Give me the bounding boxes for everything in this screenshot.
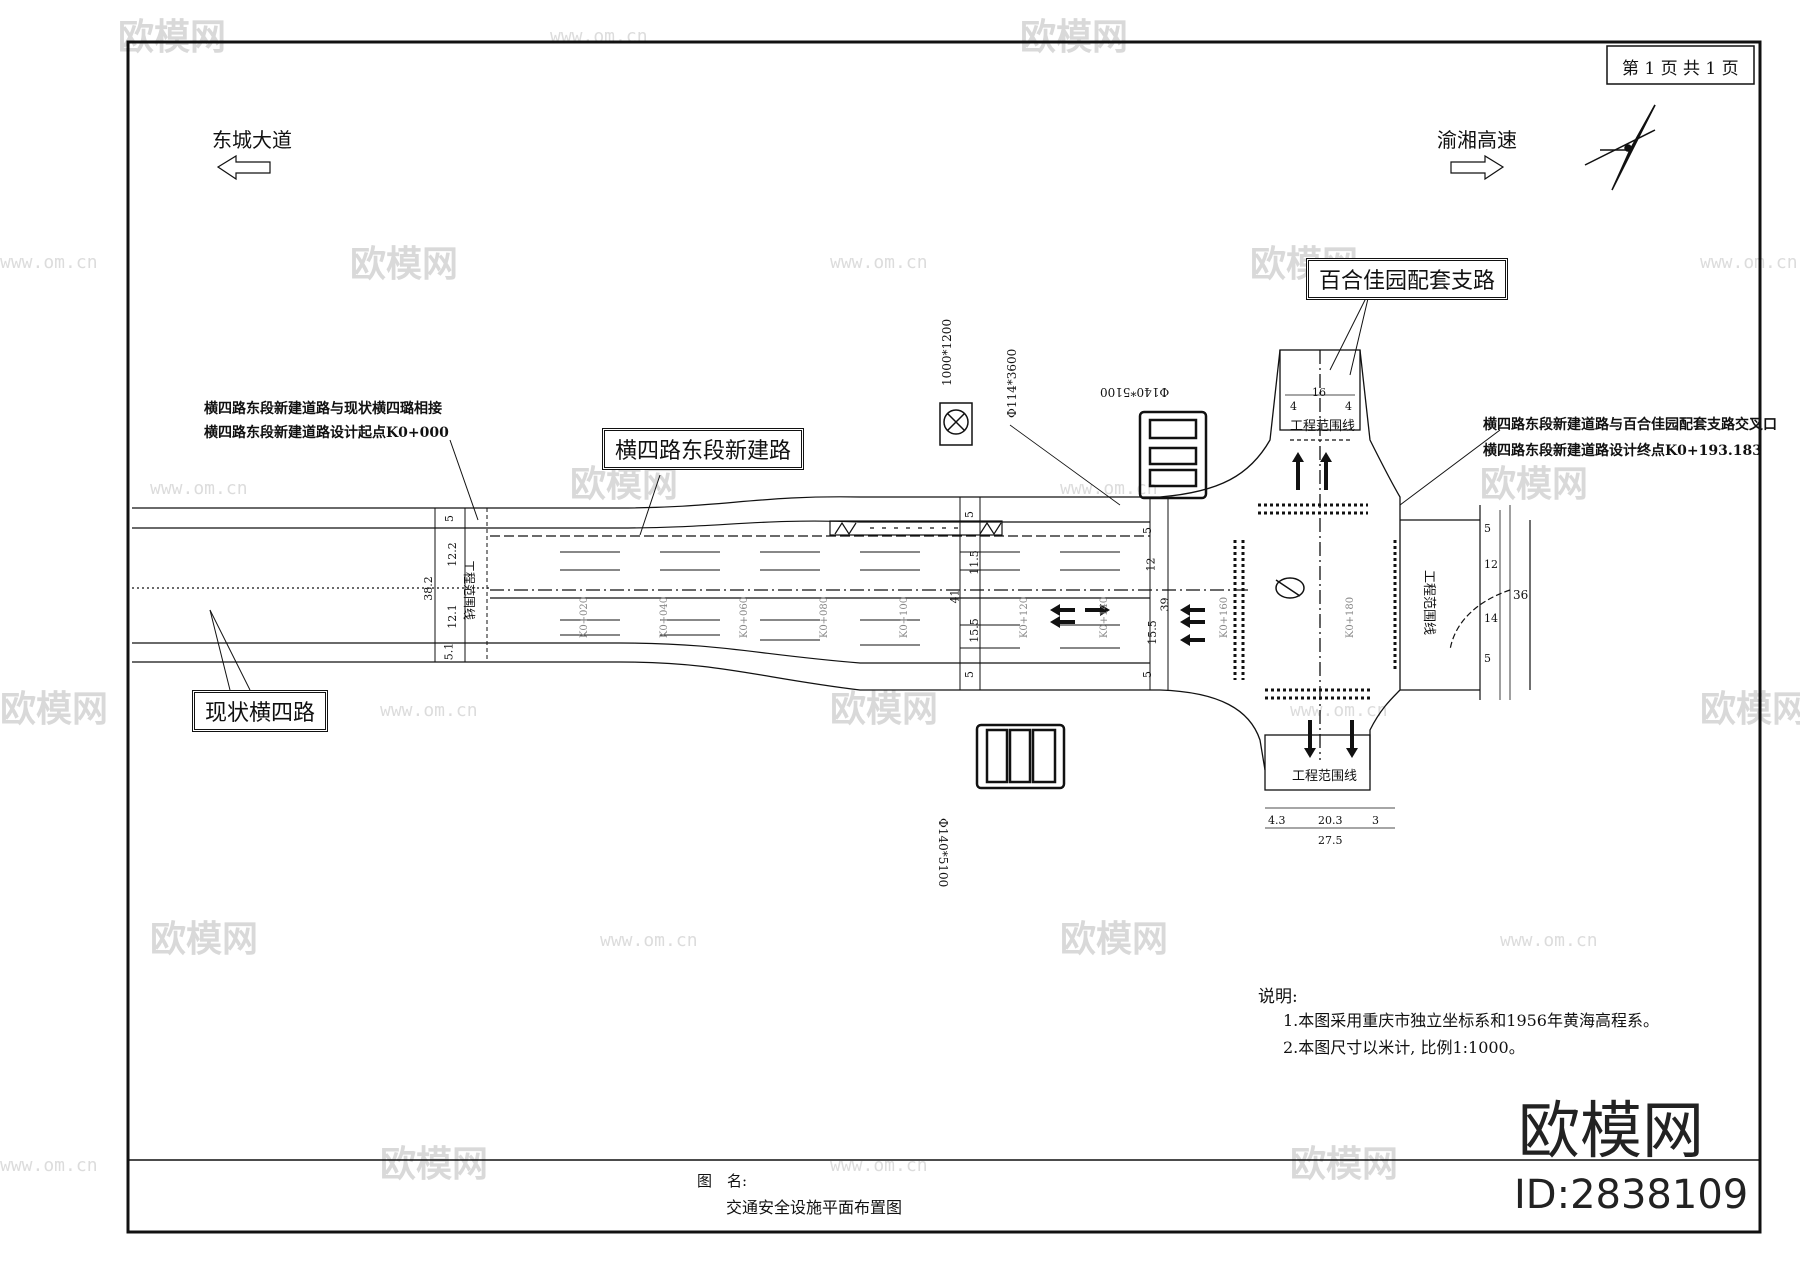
road-label-branch: 百合佳园配套支路 <box>1306 258 1509 300</box>
dim-right-c: 14 <box>1484 612 1498 625</box>
dim-near-b: 12 <box>1144 557 1158 572</box>
pole-spec-c: Φ140*5100 <box>936 818 950 888</box>
dim-left-d: 5.1 <box>442 642 456 661</box>
station-label: K0+120 <box>1019 596 1031 639</box>
crosswalks <box>1233 503 1397 700</box>
station-label: K0+080 <box>819 596 831 639</box>
sign-panel-c <box>975 723 1066 790</box>
dim-bottom-b: 20.3 <box>1318 814 1343 827</box>
dim-near-d: 5 <box>1141 671 1154 678</box>
dim-near-total: 39 <box>1158 597 1172 612</box>
intersection <box>1159 349 1401 791</box>
dim-left-b: 12.2 <box>445 542 459 567</box>
dim-right-b: 12 <box>1484 558 1498 571</box>
dim-mid-d: 5 <box>963 671 976 678</box>
station-label: K0+180 <box>1345 596 1357 639</box>
road-label-existing: 现状横四路 <box>192 690 329 732</box>
station-label: K0+060 <box>739 596 751 639</box>
road-label-new: 横四路东段新建路 <box>602 428 805 470</box>
lane-markings <box>560 551 1120 649</box>
dim-near-a: 5 <box>1141 527 1154 534</box>
station-label: K0+140 <box>1099 596 1111 639</box>
direction-east-label: 渝湘高速 <box>1437 128 1517 152</box>
dim-right-d: 5 <box>1484 652 1491 665</box>
dim-mid-total: 41 <box>948 589 962 604</box>
notes-heading: 说明: <box>1258 987 1298 1007</box>
note-end-line2: 横四路东段新建道路设计终点K0+193.183 <box>1483 443 1762 459</box>
left-arrow-icon <box>216 154 271 181</box>
dim-top-width: 16 <box>1312 386 1326 399</box>
dimension-lines <box>1265 394 1511 829</box>
existing-road <box>132 507 490 663</box>
watermark-brand-large: 欧模网 <box>1518 1094 1705 1167</box>
sign-panel-a <box>939 402 1121 506</box>
dim-bottom-total: 27.5 <box>1318 834 1343 847</box>
sign-spec-a: 1000*1200 <box>940 318 954 386</box>
leader-lines <box>209 289 1501 691</box>
dim-mid-c: 15.5 <box>967 618 981 643</box>
right-extension <box>1400 505 1531 700</box>
dim-top-side-b: 4 <box>1345 400 1352 413</box>
page-indicator-box <box>1606 45 1755 85</box>
dim-bottom-c: 3 <box>1372 814 1379 827</box>
note-start-line1: 横四路东段新建道路与现状横四璐相接 <box>204 401 442 417</box>
dim-left-a: 5 <box>443 515 456 522</box>
station-label: K0+100 <box>899 596 911 639</box>
station-label: K0+040 <box>659 596 671 639</box>
direction-west-label: 东城大道 <box>212 128 292 152</box>
roundabout-symbol <box>1275 577 1305 599</box>
boundary-label-bottom: 工程范围线 <box>1292 769 1358 784</box>
dim-left-c: 12.1 <box>445 604 459 629</box>
boundary-label-top: 工程范围线 <box>1290 419 1356 434</box>
dim-mid-a: 5 <box>963 511 976 518</box>
dim-bottom-a: 4.3 <box>1268 814 1286 827</box>
note-end-line1: 横四路东段新建道路与百合佳园配套支路交叉口 <box>1483 417 1777 433</box>
dim-mid-b: 11.5 <box>967 550 981 575</box>
dim-top-side-a: 4 <box>1290 400 1297 413</box>
lane-arrows <box>1050 452 1358 758</box>
sign-panel-b <box>1138 410 1208 500</box>
section-bands <box>434 497 1169 690</box>
station-label: K0+160 <box>1219 596 1231 639</box>
drawing-frame <box>126 40 1762 1234</box>
dim-right-a: 5 <box>1484 522 1491 535</box>
new-road-outline <box>490 496 1250 691</box>
pole-spec-b: Φ140*5100 <box>1100 385 1170 399</box>
north-arrow-icon <box>1584 104 1656 191</box>
dim-left-total: 38.2 <box>421 576 435 601</box>
title-block-label: 图 名: <box>697 1172 748 1190</box>
dim-right-total: 36 <box>1513 588 1529 602</box>
drawing-title: 交通安全设施平面布置图 <box>726 1198 903 1217</box>
notes-item-2: 2.本图尺寸以米计, 比例1:1000。 <box>1283 1038 1525 1057</box>
station-label: K0+020 <box>579 596 591 639</box>
right-arrow-icon <box>1450 154 1505 181</box>
note-start-line2: 横四路东段新建道路设计起点K0+000 <box>204 425 449 441</box>
dim-near-c: 15.5 <box>1145 620 1159 645</box>
boundary-label-left: 工程范围线 <box>462 560 476 621</box>
median-hatch <box>829 520 1003 536</box>
watermark-id: ID:2838109 <box>1514 1172 1749 1218</box>
boundary-label-right: 工程范围线 <box>1421 570 1436 636</box>
notes-item-1: 1.本图采用重庆市独立坐标系和1956年黄海高程系。 <box>1283 1011 1659 1030</box>
pole-spec-a: Φ114*3600 <box>1005 348 1019 418</box>
page-indicator: 第 1 页 共 1 页 <box>1612 52 1749 81</box>
